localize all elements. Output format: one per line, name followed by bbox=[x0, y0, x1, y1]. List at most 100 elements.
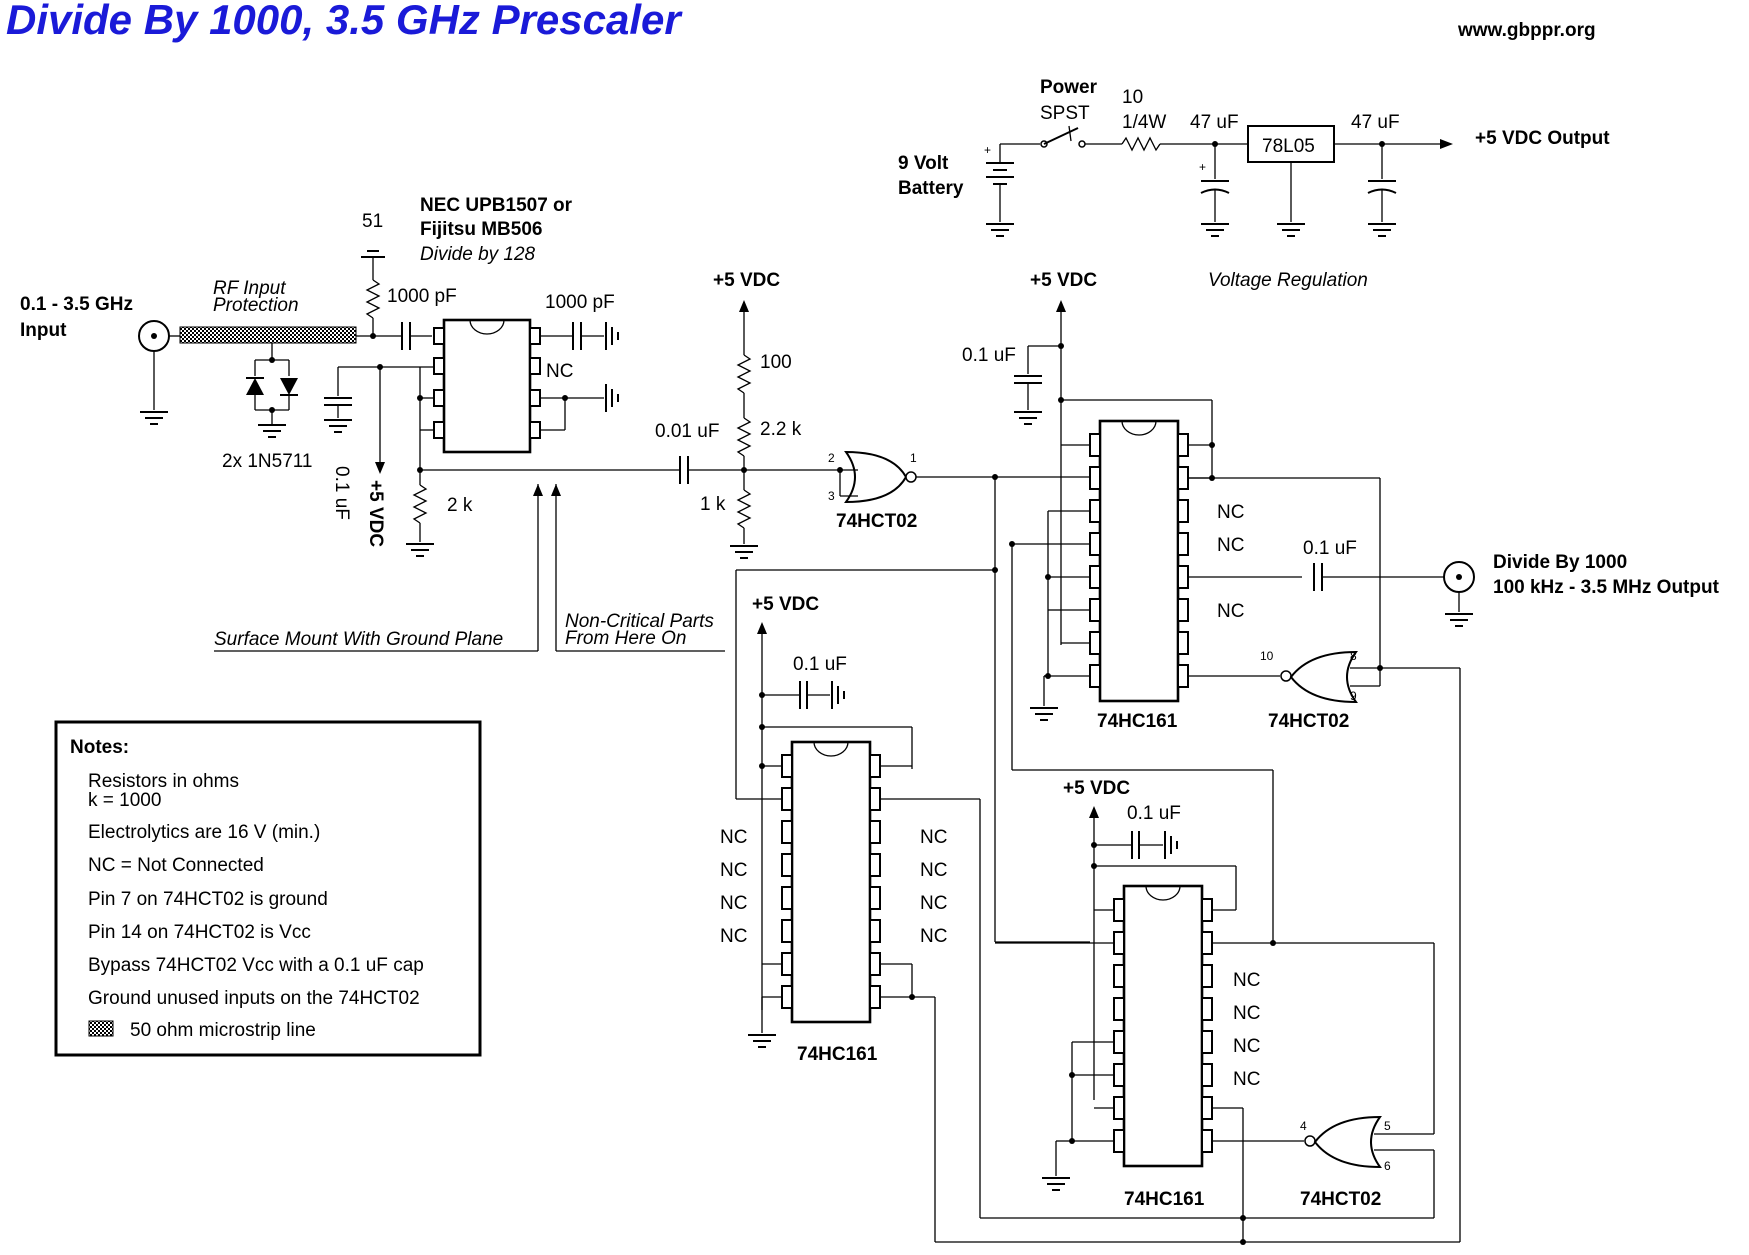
counter2-nc-l3: NC bbox=[720, 893, 747, 914]
input-label-line2: Input bbox=[20, 320, 67, 341]
prescaler-label-line1: NEC UPB1507 or bbox=[420, 195, 573, 216]
c-1000pf-in-label: 1000 pF bbox=[387, 286, 457, 307]
gate3-pin4: 4 bbox=[1300, 1119, 1307, 1133]
r100-label: 100 bbox=[760, 352, 792, 373]
voltage-regulation-label: Voltage Regulation bbox=[1208, 270, 1368, 291]
c-01uf-counter2-label: 0.1 uF bbox=[793, 654, 847, 675]
battery-label-line1: 9 Volt bbox=[898, 153, 949, 174]
battery-icon: + bbox=[984, 143, 1014, 237]
prescaler-label-line2: Fijitsu MB506 bbox=[420, 219, 542, 240]
c-001uf-label: 0.01 uF bbox=[655, 421, 719, 442]
protection-diodes bbox=[246, 343, 298, 438]
power-switch-label-line2: SPST bbox=[1040, 103, 1090, 124]
vdc-arrow-left bbox=[375, 462, 385, 474]
r2k-label: 2 k bbox=[447, 495, 473, 516]
power-output-label: +5 VDC Output bbox=[1475, 128, 1610, 149]
c-1000pf-out-label: 1000 pF bbox=[545, 292, 615, 313]
counter2-wiring bbox=[735, 567, 1380, 1242]
surface-mount-note: Surface Mount With Ground Plane bbox=[214, 629, 503, 650]
prescaler-nc-label: NC bbox=[546, 361, 573, 382]
power-res-label-line2: 1/4W bbox=[1122, 112, 1166, 133]
counter3-wiring bbox=[995, 769, 1435, 1245]
output-label-line2: 100 kHz - 3.5 MHz Output bbox=[1493, 577, 1720, 598]
power-res-label-line1: 10 bbox=[1122, 87, 1143, 108]
note-item: Bypass 74HCT02 Vcc with a 0.1 uF cap bbox=[88, 955, 424, 976]
rf-protection-label-line1: RF Input bbox=[213, 278, 286, 299]
gate3-pin6: 6 bbox=[1384, 1159, 1391, 1173]
diodes-label: 2x 1N5711 bbox=[222, 451, 313, 472]
counter2-nc-r3: NC bbox=[920, 893, 947, 914]
output-capacitor bbox=[1313, 563, 1444, 591]
counter3-supply bbox=[1089, 806, 1237, 1100]
output-connector-icon bbox=[1443, 561, 1475, 627]
c-1000pf-in-capacitor bbox=[401, 322, 411, 350]
counter1-nc-2: NC bbox=[1217, 535, 1244, 556]
nor-gate-3 bbox=[1304, 1115, 1435, 1219]
counter2-nc-r1: NC bbox=[920, 827, 947, 848]
vdc-label-bias: +5 VDC bbox=[713, 270, 780, 291]
counter2-label: 74HC161 bbox=[797, 1044, 878, 1065]
r22k-label: 2.2 k bbox=[760, 419, 802, 440]
nor-gate-1 bbox=[837, 450, 1063, 504]
c-01uf-rot-label: 0.1 uF bbox=[331, 466, 352, 520]
counter2-nc-l4: NC bbox=[720, 926, 747, 947]
note-item: Ground unused inputs on the 74HCT02 bbox=[88, 988, 420, 1009]
notes-title: Notes: bbox=[70, 737, 129, 758]
counter3-nc-1: NC bbox=[1233, 970, 1260, 991]
rf-protection-label-line2: Protection bbox=[213, 295, 299, 316]
counter3-nc-3: NC bbox=[1233, 1036, 1260, 1057]
c-1000pf-out-capacitor bbox=[572, 322, 619, 350]
non-critical-note-line2: From Here On bbox=[565, 628, 686, 649]
r2k-resistor bbox=[406, 470, 434, 557]
regulator-ic bbox=[1247, 125, 1453, 237]
note-item: 50 ohm microstrip line bbox=[130, 1020, 316, 1041]
nor-gate-2 bbox=[935, 650, 1461, 1243]
r1k-label: 1 k bbox=[700, 494, 726, 515]
counter1-label: 74HC161 bbox=[1097, 711, 1178, 732]
gate2-pin8: 8 bbox=[1350, 649, 1357, 663]
r51-label: 51 bbox=[362, 211, 383, 232]
vdc-label-counter1: +5 VDC bbox=[1030, 270, 1097, 291]
power-switch[interactable] bbox=[1000, 125, 1086, 148]
input-connector-icon bbox=[138, 320, 170, 425]
page-title: Divide By 1000, 3.5 GHz Prescaler bbox=[6, 0, 683, 43]
counter2-nc-l2: NC bbox=[720, 860, 747, 881]
prescaler-ic bbox=[433, 318, 541, 454]
power-switch-label-line1: Power bbox=[1040, 77, 1098, 98]
counter3-ic bbox=[1113, 884, 1213, 1168]
r51-resistor bbox=[361, 250, 385, 339]
counter2-nc-l1: NC bbox=[720, 827, 747, 848]
gate1-pin1: 1 bbox=[910, 451, 917, 465]
cap-out-capacitor bbox=[1367, 144, 1397, 237]
note-item: Electrolytics are 16 V (min.) bbox=[88, 822, 320, 843]
c-01uf-output-label: 0.1 uF bbox=[1303, 538, 1357, 559]
gate2-pin9: 9 bbox=[1350, 689, 1357, 703]
c-001uf-capacitor bbox=[679, 456, 689, 484]
note-item: k = 1000 bbox=[88, 790, 161, 811]
ground-prescaler-right bbox=[605, 384, 619, 412]
note-item: Resistors in ohms bbox=[88, 771, 239, 792]
output-label-line1: Divide By 1000 bbox=[1493, 552, 1627, 573]
cap-in-electrolytic: + bbox=[1199, 144, 1230, 237]
c-01uf-counter1-label: 0.1 uF bbox=[962, 345, 1016, 366]
counter1-ic bbox=[1089, 419, 1189, 703]
c-01uf-counter3-label: 0.1 uF bbox=[1127, 803, 1181, 824]
vdc-label-counter2: +5 VDC bbox=[752, 594, 819, 615]
vdc-label-counter3: +5 VDC bbox=[1063, 778, 1130, 799]
gate1-pin3: 3 bbox=[828, 489, 835, 503]
gate2-label: 74HCT02 bbox=[1268, 711, 1349, 732]
gate1-label: 74HCT02 bbox=[836, 511, 917, 532]
counter2-nc-r4: NC bbox=[920, 926, 947, 947]
counter1-nc-3: NC bbox=[1217, 601, 1244, 622]
counter2-nc-r2: NC bbox=[920, 860, 947, 881]
note-item: Pin 7 on 74HCT02 is ground bbox=[88, 889, 328, 910]
notes-box: Notes: Resistors in ohms k = 1000 Electr… bbox=[54, 720, 482, 1057]
counter1-nc-1: NC bbox=[1217, 502, 1244, 523]
bias-divider bbox=[730, 300, 758, 559]
counter2-ic bbox=[781, 740, 881, 1024]
website-url[interactable]: www.gbppr.org bbox=[1457, 20, 1596, 41]
non-critical-note-line1: Non-Critical Parts bbox=[565, 611, 714, 632]
note-item: NC = Not Connected bbox=[88, 855, 264, 876]
microstrip-line bbox=[179, 326, 357, 344]
